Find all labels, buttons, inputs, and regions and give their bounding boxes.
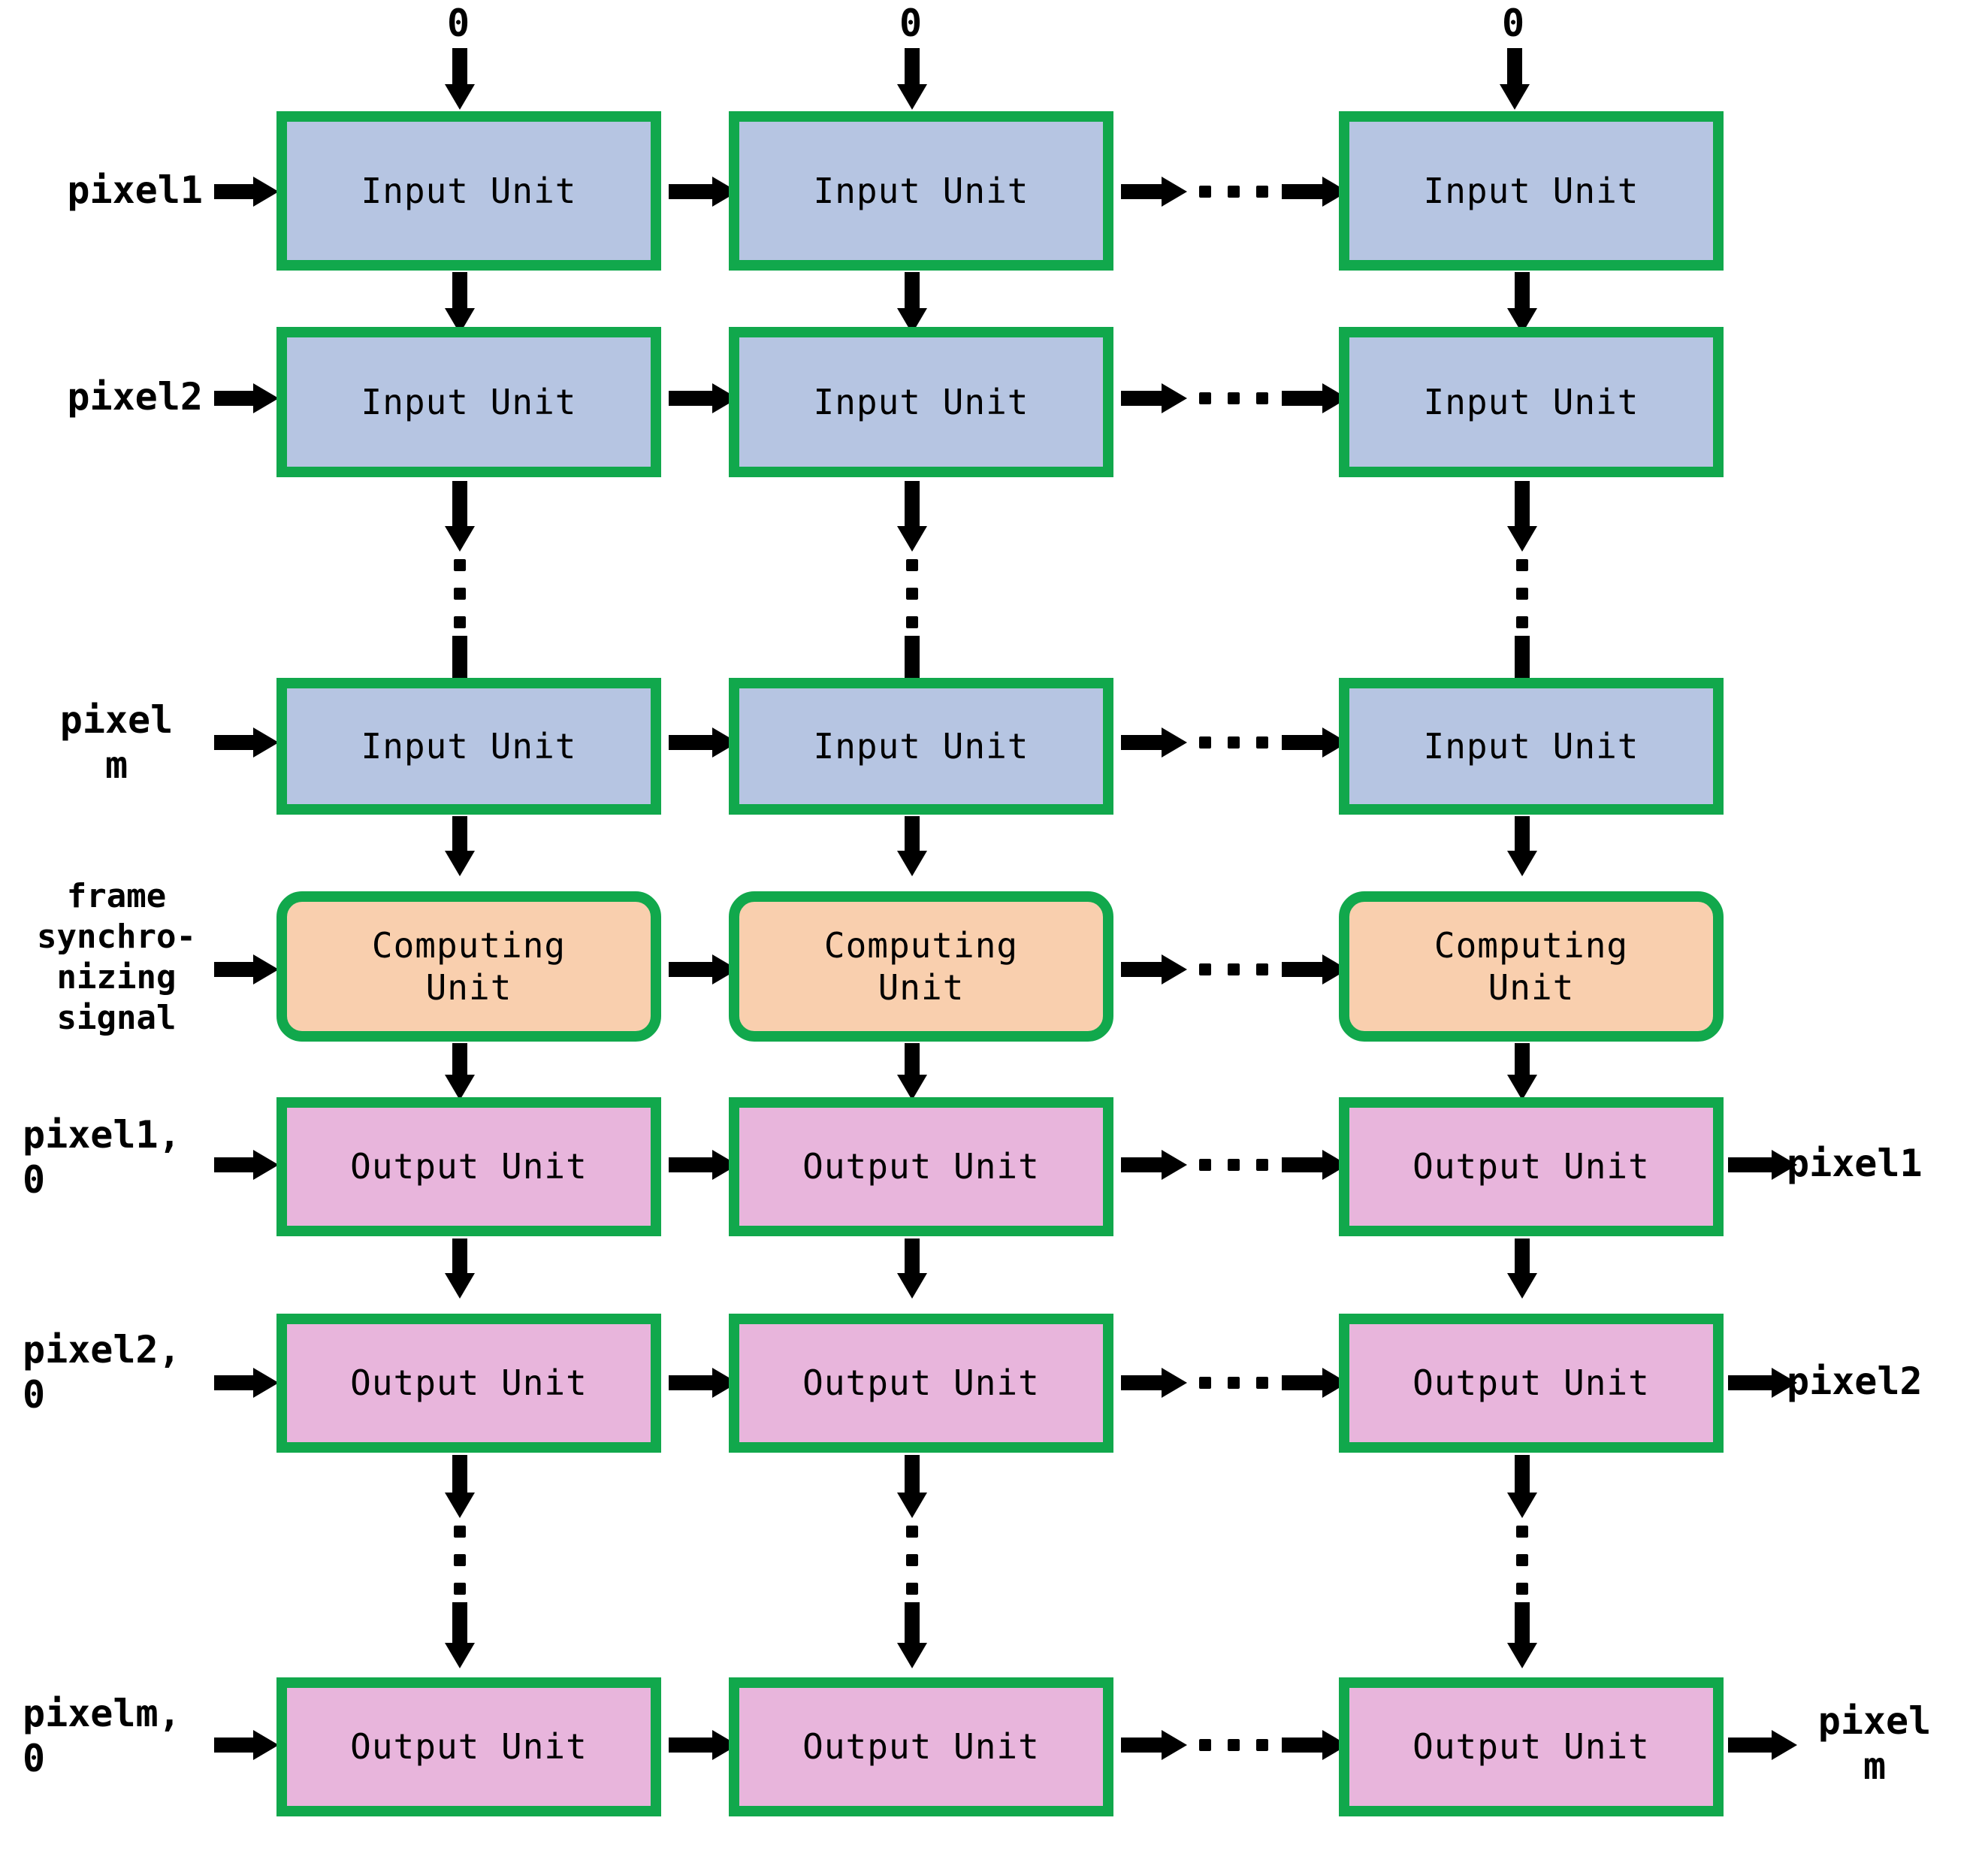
left-label-out2-line1: pixel2, (23, 1328, 181, 1372)
output-unit-omc2[interactable]: Output Unit (729, 1677, 1113, 1816)
unit-label: Input Unit (361, 170, 577, 211)
out2-horizontal-ellipsis (1199, 1377, 1268, 1389)
right-label-pixelm-line2: m (1863, 1744, 1887, 1788)
unit-label: Output Unit (802, 1726, 1040, 1768)
compute-horizontal-ellipsis (1199, 963, 1268, 975)
unit-label-line1: Computing (371, 924, 566, 966)
output-unit-o2c2[interactable]: Output Unit (729, 1314, 1113, 1453)
unit-label-line2: Unit (1488, 967, 1575, 1008)
rowm-horizontal-ellipsis (1199, 736, 1268, 749)
output-unit-o1c1[interactable]: Output Unit (276, 1097, 661, 1236)
top-input-zero-col3: 0 (1501, 2, 1525, 45)
unit-label: Output Unit (350, 1363, 588, 1404)
input-unit-r1c3[interactable]: Input Unit (1339, 111, 1724, 271)
output-unit-omc1[interactable]: Output Unit (276, 1677, 661, 1816)
col1-vertical-ellipsis-upper (454, 559, 466, 628)
left-label-out2-line2: 0 (23, 1373, 46, 1417)
left-label-out1-line2: 0 (23, 1158, 46, 1202)
unit-label-line1: Computing (1434, 924, 1629, 966)
unit-label: Output Unit (350, 1726, 588, 1768)
unit-label: Input Unit (813, 381, 1029, 422)
col2-vertical-ellipsis-lower (906, 1526, 918, 1595)
top-input-zero-col1: 0 (446, 2, 470, 45)
right-label-pixelm-line1: pixel (1817, 1699, 1932, 1743)
output-unit-o1c2[interactable]: Output Unit (729, 1097, 1113, 1236)
left-label-outm-line1: pixelm, (23, 1692, 181, 1735)
left-label-out1-line1: pixel1, (23, 1113, 181, 1157)
input-unit-r1c2[interactable]: Input Unit (729, 111, 1113, 271)
unit-label-line2: Unit (878, 967, 965, 1008)
col1-vertical-ellipsis-lower (454, 1526, 466, 1595)
left-label-pixel1: pixel1 (67, 168, 203, 212)
right-label-pixel1: pixel1 (1787, 1142, 1923, 1185)
left-label-frame-line1: frame (66, 877, 167, 915)
input-unit-r2c3[interactable]: Input Unit (1339, 327, 1724, 477)
col2-vertical-ellipsis-upper (906, 559, 918, 628)
unit-label: Input Unit (813, 170, 1029, 211)
col3-vertical-ellipsis-lower (1516, 1526, 1528, 1595)
row2-horizontal-ellipsis (1199, 392, 1268, 404)
left-label-pixelm-line1: pixel (59, 698, 174, 742)
output-unit-omc3[interactable]: Output Unit (1339, 1677, 1724, 1816)
unit-label: Input Unit (1423, 381, 1639, 422)
row1-horizontal-ellipsis (1199, 186, 1268, 198)
col3-vertical-ellipsis-upper (1516, 559, 1528, 628)
unit-label: Output Unit (1412, 1146, 1650, 1187)
output-unit-o1c3[interactable]: Output Unit (1339, 1097, 1724, 1236)
output-unit-o2c1[interactable]: Output Unit (276, 1314, 661, 1453)
input-unit-rmc2[interactable]: Input Unit (729, 678, 1113, 815)
unit-label: Output Unit (802, 1363, 1040, 1404)
unit-label: Output Unit (802, 1146, 1040, 1187)
input-unit-r1c1[interactable]: Input Unit (276, 111, 661, 271)
unit-label: Input Unit (1423, 725, 1639, 767)
unit-label-line2: Unit (425, 967, 512, 1008)
unit-label-line1: Computing (823, 924, 1019, 966)
unit-label: Input Unit (1423, 170, 1639, 211)
unit-label: Input Unit (361, 381, 577, 422)
left-label-pixel2: pixel2 (67, 375, 203, 419)
left-label-pixelm-line2: m (104, 743, 128, 787)
left-label-frame-line4: signal (56, 999, 177, 1037)
left-label-outm-line2: 0 (23, 1737, 46, 1780)
unit-label: Output Unit (350, 1146, 588, 1187)
left-label-frame-line3: nizing (56, 958, 177, 997)
input-unit-rmc3[interactable]: Input Unit (1339, 678, 1724, 815)
left-label-frame-line2: synchro- (37, 918, 196, 956)
unit-label: Input Unit (813, 725, 1029, 767)
unit-label: Input Unit (361, 725, 577, 767)
unit-label: Output Unit (1412, 1726, 1650, 1768)
input-unit-r2c2[interactable]: Input Unit (729, 327, 1113, 477)
out1-horizontal-ellipsis (1199, 1159, 1268, 1171)
top-input-zero-col2: 0 (899, 2, 923, 45)
output-unit-o2c3[interactable]: Output Unit (1339, 1314, 1724, 1453)
unit-label: Output Unit (1412, 1363, 1650, 1404)
input-unit-rmc1[interactable]: Input Unit (276, 678, 661, 815)
input-unit-r2c1[interactable]: Input Unit (276, 327, 661, 477)
outm-horizontal-ellipsis (1199, 1739, 1268, 1751)
right-label-pixel2: pixel2 (1787, 1359, 1923, 1403)
